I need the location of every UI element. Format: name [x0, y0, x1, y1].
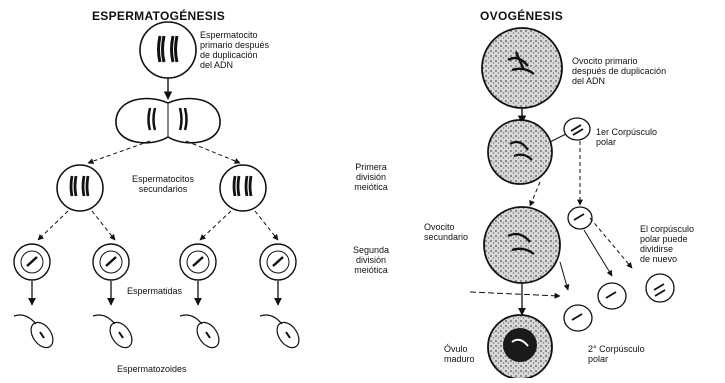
secondary-spermatocytes-label: Espermatocitos secundarios [118, 174, 208, 194]
mature-ovum-cell [488, 315, 552, 378]
primary-oocyte-cell [482, 28, 562, 108]
dividing-spermatocyte-cell [116, 99, 220, 143]
oocyte-with-first-polar-body [488, 118, 590, 184]
oogenesis-title: OVOGÉNESIS [480, 9, 563, 23]
spermatozoa [14, 315, 303, 352]
polar-bodies [564, 274, 674, 331]
secondary-oocyte-label: Ovocito secundario [424, 222, 468, 242]
spermatogenesis-title: ESPERMATOGÉNESIS [92, 9, 225, 23]
primary-spermatocyte-label: Espermatocito primario después de duplic… [200, 30, 269, 70]
spermatid-cells [14, 244, 296, 280]
primary-spermatocyte-cell [140, 22, 196, 78]
second-meiotic-division-label: Segunda división meiótica [338, 245, 404, 275]
secondary-oocyte-cell [484, 207, 592, 283]
first-polar-body-label: 1er Corpúsculo polar [596, 127, 657, 147]
mature-ovum-label: Óvulo maduro [444, 344, 475, 364]
second-polar-body-label: 2° Corpúsculo polar [588, 344, 645, 364]
polar-body-divide-label: El corpúsculo polar puede dividirse de n… [640, 224, 694, 264]
spermatozoa-label: Espermatozoides [117, 364, 187, 374]
primary-oocyte-label: Ovocito primario después de duplicación … [572, 56, 666, 86]
secondary-spermatocyte-right [220, 165, 266, 211]
first-meiotic-division-label: Primera división meiótica [338, 162, 404, 192]
secondary-spermatocyte-left [57, 165, 103, 211]
spermatids-label: Espermatidas [127, 286, 182, 296]
